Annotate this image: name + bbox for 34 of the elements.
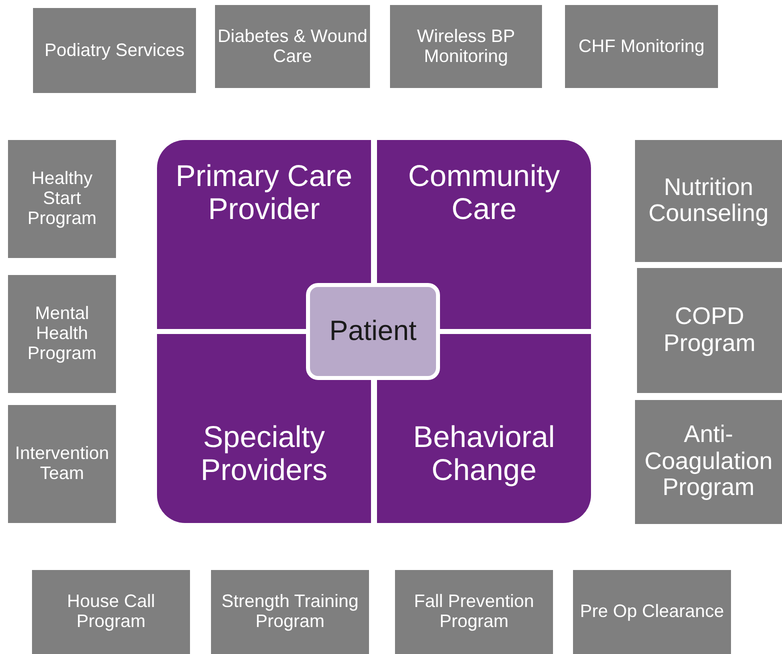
service-box xyxy=(637,268,782,393)
service-label: Anti-Coagulation Program xyxy=(643,422,774,502)
service-box xyxy=(8,140,116,258)
service-label: Healthy Start Program xyxy=(26,169,98,229)
service-label: Fall Prevention Program xyxy=(412,592,536,632)
service-label: Strength Training Program xyxy=(220,592,360,632)
service-box xyxy=(215,5,370,88)
quadrant-label: Behavioral Change xyxy=(412,421,556,487)
service-label: Podiatry Services xyxy=(44,40,185,60)
service-label: CHF Monitoring xyxy=(578,36,705,56)
service-label: COPD Program xyxy=(662,304,757,357)
service-box xyxy=(390,5,542,88)
quadrant-label: Primary Care Provider xyxy=(174,160,354,226)
service-box xyxy=(211,570,369,654)
service-box xyxy=(8,405,116,523)
service-box xyxy=(573,570,731,654)
service-label: House Call Program xyxy=(66,592,156,632)
service-box xyxy=(635,140,782,262)
service-box xyxy=(32,570,190,654)
patient-box xyxy=(306,283,440,380)
service-box xyxy=(33,8,196,93)
service-box xyxy=(635,400,782,524)
service-label: Nutrition Counseling xyxy=(647,174,770,228)
service-box xyxy=(395,570,553,654)
service-label: Wireless BP Monitoring xyxy=(416,26,516,66)
quadrant-label: Specialty Providers xyxy=(200,421,328,487)
service-box xyxy=(8,275,116,393)
service-label: Pre Op Clearance xyxy=(580,602,724,622)
service-label: Intervention Team xyxy=(14,444,110,484)
service-box xyxy=(565,5,718,88)
patient-label: Patient xyxy=(329,316,417,347)
service-label: Mental Health Program xyxy=(26,304,98,364)
service-label: Diabetes & Wound Care xyxy=(217,26,368,66)
quadrant-label: Community Care xyxy=(407,160,561,226)
